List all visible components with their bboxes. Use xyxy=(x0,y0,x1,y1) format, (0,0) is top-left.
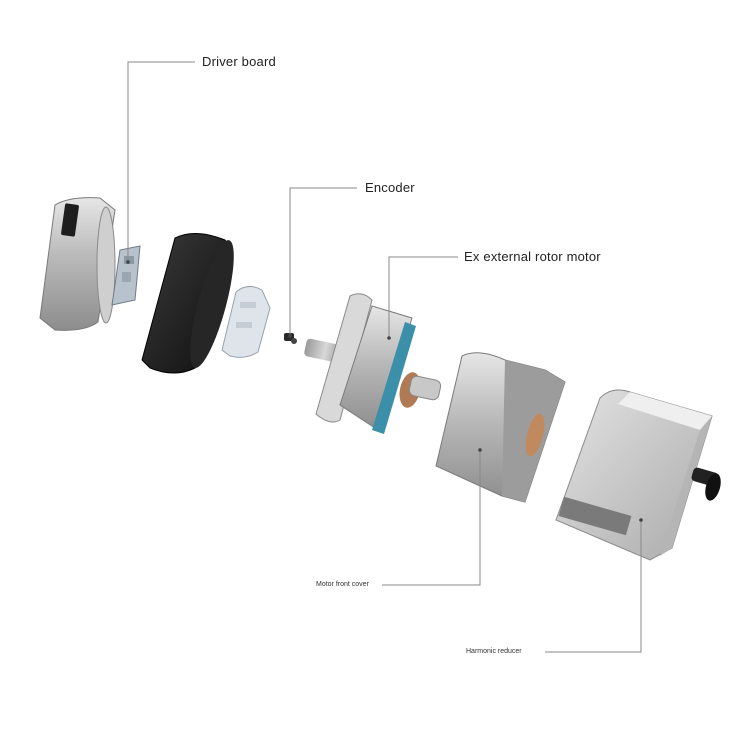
dot-driver-board xyxy=(126,260,130,264)
callout-driver-board: Driver board xyxy=(202,54,276,69)
leader-reducer xyxy=(545,520,642,653)
encoder-housing-part xyxy=(221,286,271,358)
leader-motor xyxy=(388,256,458,338)
leader-front-cover xyxy=(382,450,481,586)
dot-encoder xyxy=(288,334,292,338)
dot-front-cover xyxy=(478,448,482,452)
callout-reducer: Harmonic reducer xyxy=(466,648,522,655)
rear-cover-part xyxy=(39,197,116,331)
harmonic-reducer-part xyxy=(555,389,721,561)
driver-board-part xyxy=(111,245,141,306)
leader-dots xyxy=(126,260,643,522)
leader-encoder xyxy=(289,187,357,336)
callout-encoder: Encoder xyxy=(365,180,415,195)
dot-motor xyxy=(387,336,391,340)
callout-front-cover: Motor front cover xyxy=(316,581,369,588)
leader-driver-board xyxy=(127,61,195,262)
stator-ring-part xyxy=(141,233,234,374)
motor-front-cover-part xyxy=(435,352,566,503)
external-rotor-motor-part xyxy=(304,293,442,434)
dot-reducer xyxy=(639,518,643,522)
leader-lines xyxy=(127,61,642,653)
callout-motor: Ex external rotor motor xyxy=(464,249,601,264)
